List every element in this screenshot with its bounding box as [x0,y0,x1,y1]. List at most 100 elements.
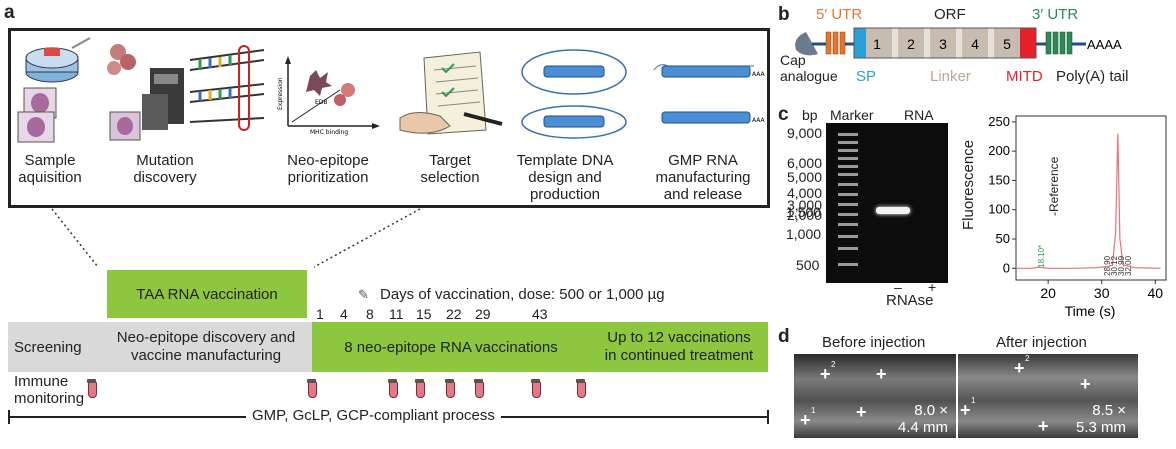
marker-band [838,213,858,216]
mitd-label: MITD [1006,68,1043,85]
marker-band [838,203,858,206]
svg-text:3: 3 [939,36,947,52]
day-11: 11 [389,306,404,322]
marker-band [838,133,858,136]
y-tick-label: 250 [988,114,1010,129]
ultrasound-before-image: + 2 + + 1 + 8.0 ×4.4 mm [794,354,956,438]
marker-band [838,141,858,144]
marker-band [838,157,858,160]
target-selection-icon [399,51,503,135]
blood-tube-icon [576,379,586,398]
day-15: 15 [416,306,432,322]
y-tick-label: 0 [1003,260,1010,275]
measure-marker: + [1080,374,1091,394]
cells-icon [107,44,141,141]
marker-band [838,263,858,266]
day-22: 22 [446,306,462,322]
gel-bp-ticks: 9,000 6,000 5,000 4,000 3,000 2,000 1,50… [786,125,822,223]
svg-text:5: 5 [1003,36,1011,52]
orf-label: ORF [934,6,966,23]
marker-band [838,183,858,186]
y-tick-label: 150 [988,172,1010,187]
panel-b-label: b [778,4,790,25]
marker-band [838,247,858,250]
svg-text:MHC binding: MHC binding [310,129,348,136]
marker-band [838,149,858,152]
process-span-left-cap [8,410,10,424]
dna-sequence-icon [189,45,265,131]
cap-icon [795,32,818,56]
blood-tube-icon [388,379,398,398]
fluorescence-ylabel: Fluorescence [960,139,977,230]
rna-label: RNA [904,107,934,123]
ref-value-label: 18.10* [1037,245,1046,268]
blood-tube-icon [445,379,455,398]
blood-tube-icon [474,379,484,398]
measure-marker-number: 1 [971,396,976,405]
taa-rna-vaccination-box: TAA RNA vaccination [107,270,307,318]
zoom-connector-lines [51,208,421,268]
marker-band [838,235,858,238]
svg-text:EDB: EDB [315,99,328,106]
rnase-label: RNAse [886,292,934,309]
measure-marker: + [820,364,831,384]
fluorescence-series-line [1016,133,1161,269]
day-8: 8 [366,306,374,322]
blood-tube-icon [307,379,317,398]
utr3-label: 3′ UTR [1032,6,1079,23]
y-tick-label: 100 [988,202,1010,217]
reference-label: -Reference [1047,156,1061,216]
gel-image [826,123,948,283]
mrna-construct-diagram: 1 2 3 4 5 AAAA [795,27,1122,59]
plasmid-icon [521,49,627,139]
sequencer-icon [142,68,184,130]
mitd-segment [1020,28,1036,58]
taa-label: TAA RNA vaccination [136,285,278,303]
day-1: 1 [316,306,324,322]
measure-marker: + [1014,358,1025,378]
svg-text:AAA: AAA [752,117,766,124]
panel-a-label: a [4,2,15,23]
measure-marker-number: 1 [811,406,816,415]
svg-text:AAA: AAA [752,71,766,78]
x-tick-label: 30 [1094,285,1110,301]
peak-label: 30.12 [1110,255,1119,276]
svg-text:4: 4 [971,36,979,52]
day-29: 29 [475,306,491,322]
peak-label: 30.99 [1117,255,1126,276]
marker-band [838,173,858,176]
process-label: GMP, GcLP, GCP-compliant process [246,407,501,424]
x-tick-label: 20 [1040,285,1056,301]
lane-plus-label: + [928,279,937,295]
day-43: 43 [532,306,548,322]
blood-tube-icon [87,379,97,398]
workflow-illustrations: Expression EDB MHC binding AAA AAA [17,37,766,143]
before-injection-label: Before injection [822,334,926,351]
chart-plot-area [1015,115,1167,281]
utr5-label: 5′ UTR [816,6,863,23]
svg-text:2: 2 [907,36,915,52]
polya-label: Poly(A) tail [1056,68,1129,85]
peak-label: 32.00 [1124,255,1133,276]
after-injection-label: After injection [996,334,1087,351]
workflow-box [8,28,770,208]
x-tick-label: 40 [1147,285,1163,301]
marker-band [838,193,858,196]
bp-label: bp [802,107,818,123]
peak-label: 28.90 [1103,255,1112,276]
marker-band [838,223,858,226]
linker-label: Linker [930,68,971,85]
process-span-right-cap [767,410,769,424]
neo-epitope-vaccinations-bar: 8 neo-epitope RNA vaccinations [312,322,590,372]
svg-text:Expression: Expression [277,77,284,110]
days-of-vaccination-text: Days of vaccination, dose: 500 or 1,000 … [380,286,665,303]
